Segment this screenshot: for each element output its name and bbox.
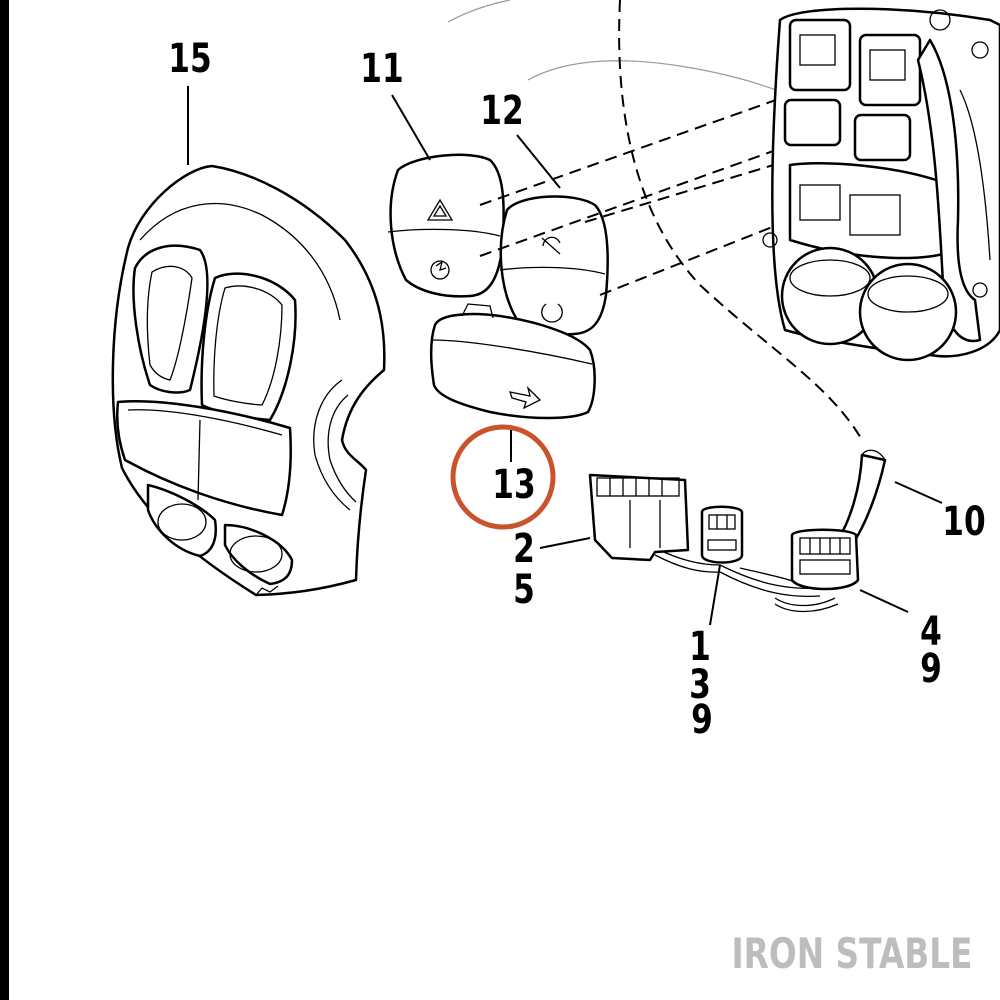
callout-labels: 15 11 12 13 10 2 5 1 3 9 4 9	[168, 36, 985, 743]
callout-1: 1	[689, 624, 711, 670]
connector-right	[790, 528, 860, 591]
wiring-harness	[588, 449, 887, 613]
left-border	[0, 0, 9, 1000]
turn-signal-arrow-icon	[509, 385, 542, 410]
callout-3: 3	[689, 662, 711, 708]
assembly-dashed-lines	[479, 0, 863, 441]
connector-main	[588, 473, 690, 562]
callout-10: 10	[942, 499, 985, 545]
background-curves	[447, 0, 801, 101]
callout-11: 11	[360, 46, 403, 92]
callout-9b: 9	[920, 646, 942, 692]
highlight-circle	[450, 424, 556, 530]
turn-signal-button-part-13	[429, 303, 596, 420]
switch-housing-part-15	[111, 164, 386, 597]
cruise-button-part-12	[499, 195, 609, 336]
hazard-button-part-11	[387, 153, 505, 298]
power-icon	[541, 303, 563, 323]
callout-12: 12	[480, 88, 523, 134]
callout-2: 2	[513, 526, 535, 572]
callout-13: 13	[492, 462, 535, 508]
hazard-icon	[426, 198, 454, 221]
callout-4: 4	[920, 609, 942, 655]
watermark: IRON STABLE	[731, 929, 972, 978]
connector-middle	[700, 505, 744, 564]
callout-9a: 9	[691, 697, 713, 743]
callout-15: 15	[168, 36, 211, 82]
cruise-icon	[430, 260, 450, 280]
switch-control-assembly	[762, 7, 1000, 362]
cruise-set-icon	[541, 236, 561, 255]
callout-5: 5	[513, 567, 535, 613]
leader-lines	[187, 86, 943, 626]
